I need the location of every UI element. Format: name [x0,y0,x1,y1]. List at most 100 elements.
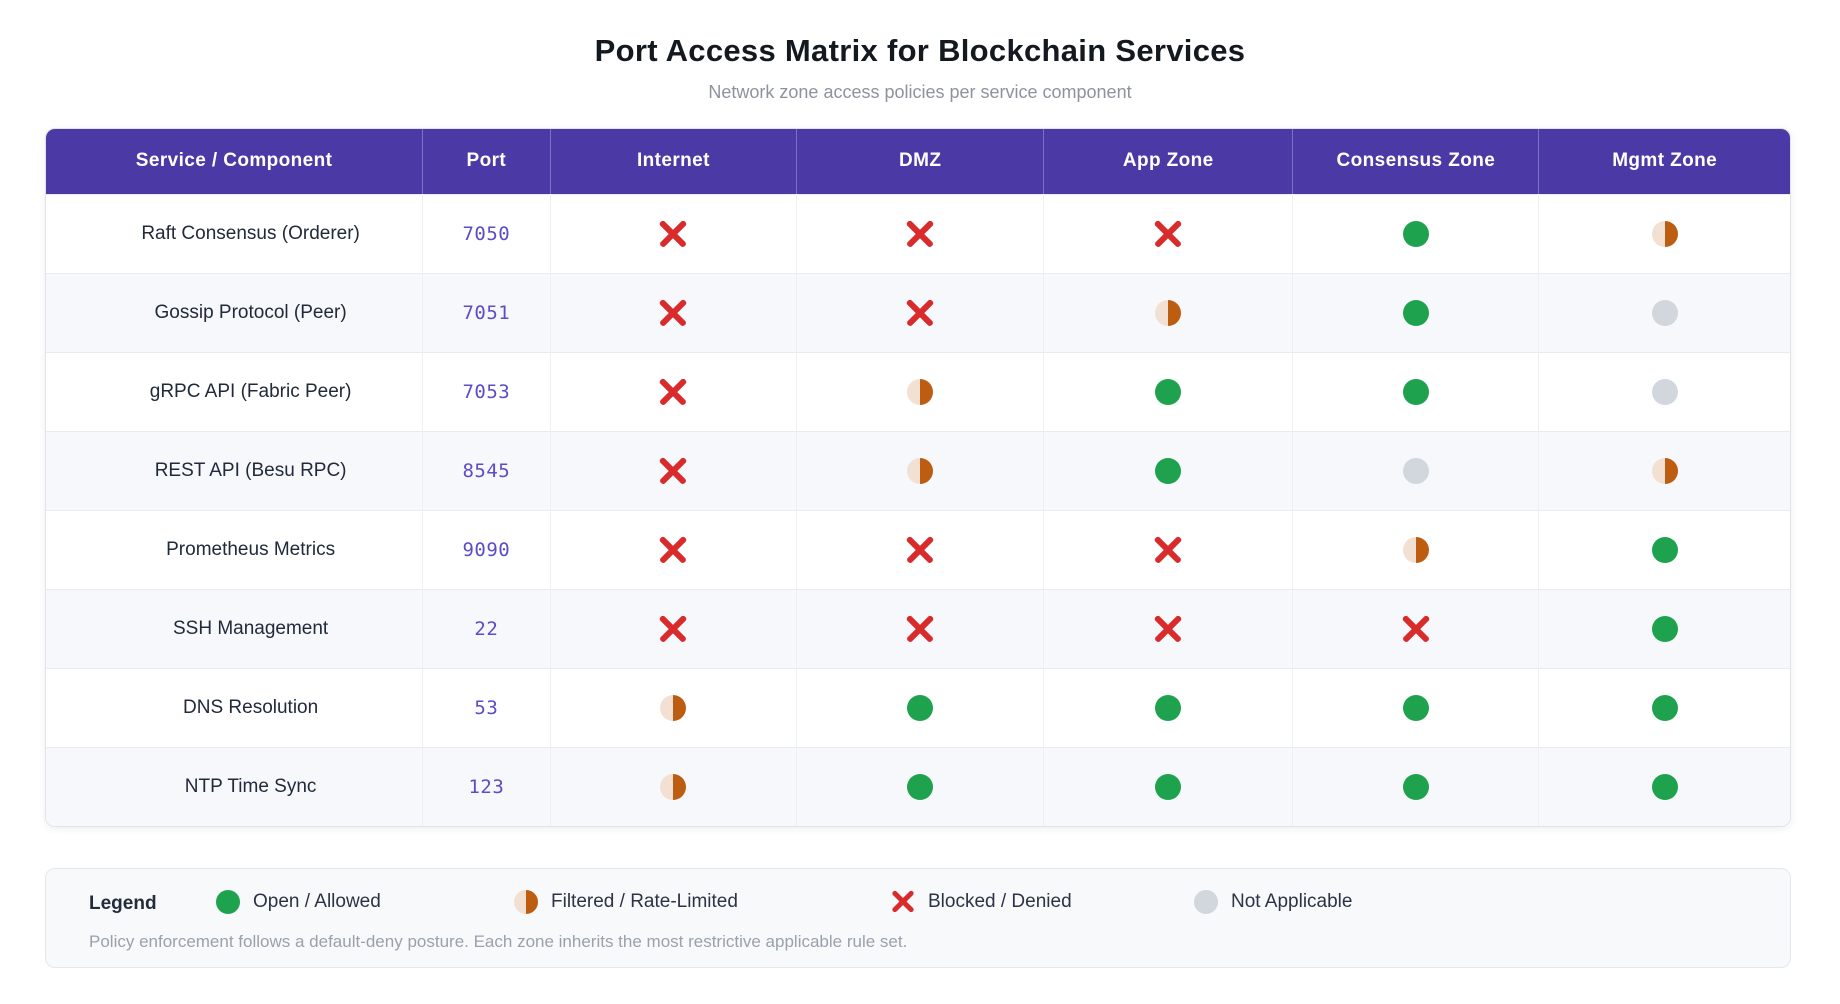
status-cell-internet [550,509,798,589]
green-circle-icon [1155,457,1182,484]
table-row-raft-consensus-orderer: Raft Consensus (Orderer)7050 [46,193,1790,273]
legend-item-label: Blocked / Denied [928,891,1072,912]
status-cell-mgmt-zone [1538,588,1790,668]
legend-item-label: Open / Allowed [253,891,381,912]
half-filled-circle-icon [1155,299,1182,326]
half-filled-circle-icon [1402,536,1429,563]
port-number: 7050 [422,193,551,273]
status-cell-consensus-zone [1292,430,1540,510]
status-cell-app-zone [1043,193,1294,273]
red-x-icon [1153,614,1183,644]
green-circle-icon [1402,378,1429,405]
status-cell-consensus-zone [1292,193,1540,273]
service-name: REST API (Besu RPC) [46,430,424,510]
status-cell-internet [550,588,798,668]
green-circle-icon [216,890,240,914]
half-filled-circle-icon [907,457,934,484]
service-name: DNS Resolution [46,667,424,747]
red-x-icon [658,298,688,328]
red-x-icon [658,456,688,486]
status-cell-internet [550,430,798,510]
red-x-icon [1153,219,1183,249]
legend-label: Legend [89,893,157,914]
status-cell-app-zone [1043,588,1294,668]
legend-item-label: Not Applicable [1231,891,1353,912]
status-cell-consensus-zone [1292,667,1540,747]
service-name: Gossip Protocol (Peer) [46,272,424,352]
half-filled-circle-icon [660,694,687,721]
red-x-icon [658,614,688,644]
port-number: 8545 [422,430,551,510]
column-header-mgmt-zone: Mgmt Zone [1538,129,1790,194]
half-filled-circle-icon [907,378,934,405]
green-circle-icon [1402,773,1429,800]
legend: Legend Open / Allowed Filtered / Rate-Lim… [45,868,1791,968]
status-cell-internet [550,351,798,431]
green-circle-icon [1651,536,1678,563]
legend-icon-wrap [216,890,240,914]
red-x-icon [658,535,688,565]
red-x-icon [1153,535,1183,565]
status-cell-mgmt-zone [1538,667,1790,747]
status-cell-dmz [796,351,1045,431]
status-cell-app-zone [1043,509,1294,589]
status-cell-consensus-zone [1292,746,1540,826]
status-cell-dmz [796,509,1045,589]
page-title: Port Access Matrix for Blockchain Servic… [594,33,1246,68]
green-circle-icon [1155,773,1182,800]
port-number: 123 [422,746,551,826]
port-number: 22 [422,588,551,668]
green-circle-icon [1155,694,1182,721]
status-cell-mgmt-zone [1538,746,1790,826]
status-cell-app-zone [1043,272,1294,352]
status-cell-mgmt-zone [1538,272,1790,352]
legend-item-blocked: Blocked / Denied [891,890,1072,914]
legend-item-na: Not Applicable [1194,890,1352,914]
half-filled-circle-icon [1651,220,1678,247]
column-header-app-zone: App Zone [1043,129,1294,194]
status-cell-dmz [796,667,1045,747]
status-cell-app-zone [1043,667,1294,747]
column-header-port: Port [422,129,551,194]
red-x-icon [905,535,935,565]
red-x-icon [658,377,688,407]
half-filled-circle-icon [660,773,687,800]
green-circle-icon [1402,694,1429,721]
page-subtitle: Network zone access policies per service… [708,82,1132,102]
column-header-service-component: Service / Component [46,129,424,194]
half-filled-circle-icon [1651,457,1678,484]
status-cell-consensus-zone [1292,588,1540,668]
status-cell-dmz [796,746,1045,826]
service-name: Raft Consensus (Orderer) [46,193,424,273]
half-filled-circle-icon [514,890,538,914]
service-name: SSH Management [46,588,424,668]
red-x-icon [905,614,935,644]
status-cell-mgmt-zone [1538,193,1790,273]
port-number: 53 [422,667,551,747]
red-x-icon [905,219,935,249]
green-circle-icon [907,694,934,721]
green-circle-icon [907,773,934,800]
service-name: gRPC API (Fabric Peer) [46,351,424,431]
status-cell-mgmt-zone [1538,430,1790,510]
service-name: NTP Time Sync [46,746,424,826]
gray-circle-icon [1651,299,1678,326]
service-name: Prometheus Metrics [46,509,424,589]
port-number: 7051 [422,272,551,352]
green-circle-icon [1402,299,1429,326]
green-circle-icon [1402,220,1429,247]
status-cell-consensus-zone [1292,509,1540,589]
column-header-internet: Internet [550,129,798,194]
table-row-grpc-api-fabric-peer: gRPC API (Fabric Peer)7053 [46,351,1790,431]
red-x-icon [658,219,688,249]
legend-item-label: Filtered / Rate-Limited [551,891,738,912]
column-header-dmz: DMZ [796,129,1045,194]
status-cell-mgmt-zone [1538,509,1790,589]
gray-circle-icon [1651,378,1678,405]
red-x-icon [1401,614,1431,644]
status-cell-internet [550,193,798,273]
